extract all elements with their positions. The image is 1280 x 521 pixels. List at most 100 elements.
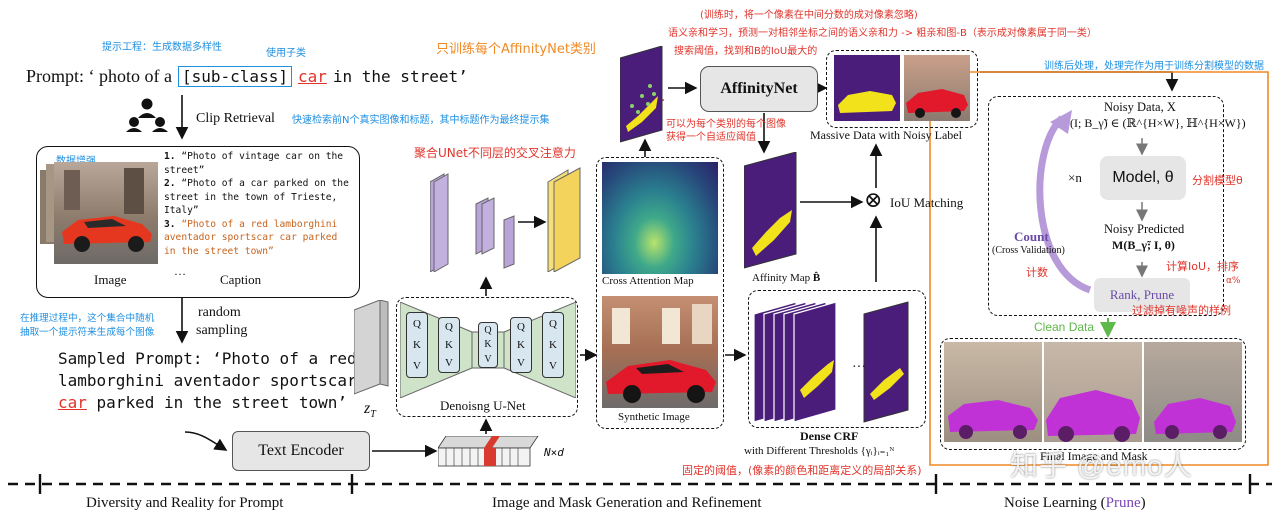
latent-label: zT: [364, 400, 376, 421]
annotation-adaptive-2: 获得一个自适应阈值: [666, 132, 756, 143]
massive-data-block: [826, 50, 978, 128]
annotation-post-process: 训练后处理，处理完作为用于训练分割模型的数据: [1044, 61, 1264, 72]
dense-crf-formula: {γᵢ}ᵢ₌₁ᴺ: [860, 445, 895, 457]
magenta-car-mask: [948, 400, 1038, 439]
red-car-icon: [906, 89, 968, 118]
dense-crf-title: Dense CRF: [800, 429, 859, 443]
annotation-train-each: 只训练每个AffinityNet类别: [436, 42, 596, 57]
cross-validation-label: (Cross Validation): [992, 245, 1065, 256]
prompt-car: car: [297, 67, 327, 86]
text-embedding-tensor: [438, 436, 539, 467]
final-image-label: Final Image and Mask: [1040, 449, 1148, 463]
final-image-block: [940, 338, 1246, 450]
section-label-prompt: Diversity and Reality for Prompt: [86, 495, 284, 511]
final-image-1: [944, 342, 1042, 442]
clean-data-label: Clean Data: [1034, 320, 1095, 334]
people-network-icon: [126, 98, 168, 132]
dense-crf-subtitle: with Different Thresholds {γᵢ}ᵢ₌₁ᴺ: [744, 445, 895, 457]
image-column-label: Image: [94, 272, 127, 287]
sampled-line-3: car parked in the street town’: [58, 393, 347, 412]
annotation-data-aug: 数据增强: [56, 152, 96, 167]
times-n-label: ×n: [1068, 170, 1082, 185]
annotation-prompt-engineering: 提示工程：生成数据多样性: [102, 42, 222, 53]
sampled-line-1: Sampled Prompt: ‘Photo of a red: [58, 349, 357, 368]
annotation-count: 计数: [1026, 266, 1048, 279]
sampled-line-2: lamborghini aventador sportscar: [58, 371, 357, 390]
section-label-noise: Noise Learning (Prune): [1004, 495, 1146, 511]
caption-list: 1. “Photo of vintage car on the street” …: [164, 150, 354, 258]
latent-noise-block: [354, 300, 389, 395]
magenta-car-mask: [1154, 398, 1236, 439]
iou-operator-icon: ⊗: [864, 187, 883, 212]
attention-layers: [430, 167, 581, 272]
model-block: Model, θ: [1100, 156, 1186, 200]
sampled-prompt: Sampled Prompt: ‘Photo of a red lamborgh…: [58, 348, 357, 414]
clip-retrieval-label: Clip Retrieval: [196, 111, 275, 126]
annotation-seg-model: 分割模型θ: [1192, 174, 1243, 187]
section-label-generation: Image and Mask Generation and Refinement: [492, 495, 762, 511]
watermark: 知乎 @emo人: [1010, 450, 1193, 481]
crf-ellipsis: …: [852, 356, 866, 371]
prompt-prefix: Prompt: ‘ photo of a: [26, 66, 172, 86]
noisy-mask: [834, 55, 900, 121]
synthetic-image-label: Synthetic Image: [618, 411, 690, 423]
caption-image-front: [54, 162, 158, 264]
caption-column-label: Caption: [220, 272, 262, 287]
affinity-map-label: Affinity Map B̂: [752, 272, 821, 284]
count-label: Count: [1014, 229, 1049, 244]
training-affinity-map: [620, 46, 663, 143]
noise-learning-block: [988, 96, 1224, 316]
annotation-train-desc-2: 语义亲和学习，预测一对相邻坐标之间的语义亲和力 -> 粗亲和图-B（表示成对像素…: [668, 28, 1097, 39]
final-image-3: [1144, 342, 1242, 442]
noisy-predicted-formula: M(B_γ̃; I, θ): [1112, 238, 1175, 252]
annotation-train-desc-1: (训练时，将一个像素在中间分数的成对像素忽略): [700, 10, 918, 21]
noisy-data-formula: (I; B_γ̃) ∈ (ℝ^{H×W}, ℍ^{H×W}): [1070, 116, 1246, 130]
captions-ellipsis: …: [174, 264, 186, 278]
sampling-label: sampling: [196, 323, 248, 338]
affinity-map-b: [744, 152, 797, 269]
generated-pair-block: [596, 157, 724, 429]
yellow-car-mask: [838, 91, 896, 113]
embedding-size-label: N×d: [544, 446, 564, 459]
annotation-sampling-1: 在推理过程中，这个集合中随机: [20, 313, 155, 324]
cross-attention-heatmap: [602, 162, 718, 274]
annotation-sampling-2: 抽取一个提示符来生成每个图像: [20, 327, 155, 338]
prompt-suffix: in the street’: [332, 67, 468, 86]
text-encoder-block: Text Encoder: [232, 431, 370, 471]
unet-block: [396, 297, 578, 417]
dense-crf-block: [748, 290, 926, 428]
cross-attention-label: Cross Attention Map: [602, 275, 694, 287]
random-label: random: [198, 305, 241, 320]
caption-item: 3. “Photo of a red lamborghini aventador…: [164, 218, 338, 257]
annotation-filter: 过滤掉有噪声的样例: [1132, 304, 1231, 317]
iou-matching-label: IoU Matching: [890, 195, 964, 210]
affinitynet-block: AffinityNet: [700, 66, 818, 112]
annotation-cross-attn: 聚合UNet不同层的交叉注意力: [414, 146, 576, 160]
annotation-train-desc-3: 搜索阈值，找到和B的IoU最大的: [674, 46, 818, 57]
annotation-adaptive-1: 可以为每个类别的每个图像: [666, 119, 786, 130]
crf-mask-stack: [754, 301, 909, 423]
noisy-data-label: Noisy Data, X: [1104, 100, 1176, 114]
prompt-subclass: [sub-class]: [178, 66, 292, 87]
sampled-car: car: [58, 393, 87, 412]
caption-item: 1. “Photo of vintage car on the street”: [164, 151, 344, 176]
noisy-image: [904, 55, 970, 121]
annotation-use-subclass: 使用子类: [266, 48, 306, 59]
red-car-icon: [606, 304, 716, 403]
unet-label: Denoisng U-Net: [440, 398, 526, 413]
caption-item: 2. “Photo of a car parked on the street …: [164, 178, 349, 216]
rank-prune-block: Rank, Prune: [1094, 278, 1190, 312]
annotation-alpha: α%: [1226, 276, 1241, 286]
massive-data-label: Massive Data with Noisy Label: [810, 128, 962, 142]
noisy-predicted-label: Noisy Predicted: [1104, 222, 1185, 236]
annotation-calc-iou: 计算IoU，排序: [1166, 260, 1240, 273]
magenta-car-mask: [1046, 390, 1140, 442]
